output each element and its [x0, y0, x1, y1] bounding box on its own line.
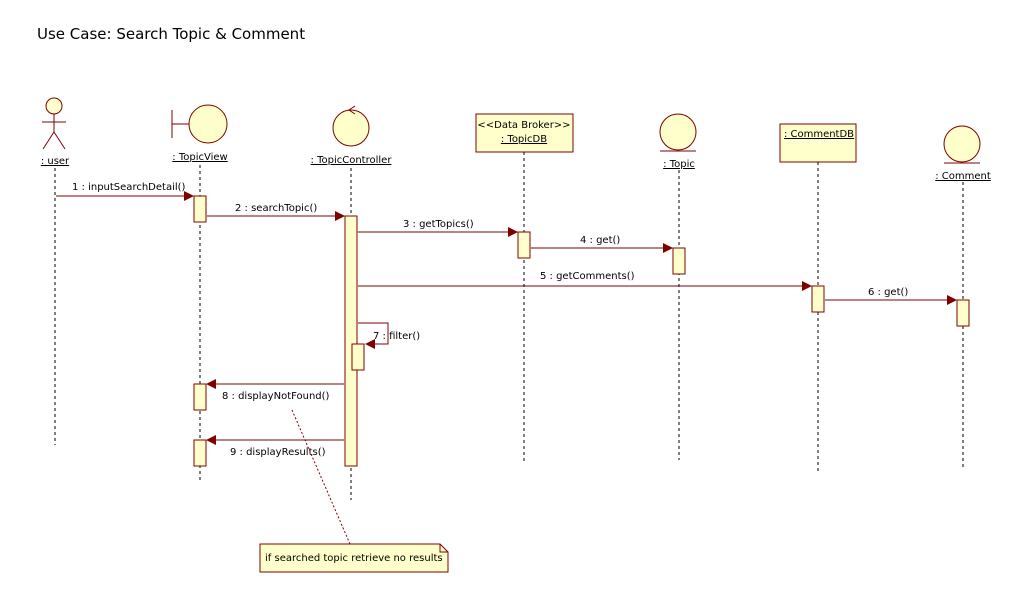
self-message-arrow: [358, 322, 389, 349]
activation-bar: [344, 215, 358, 467]
message-label: 4 : get(): [580, 235, 620, 246]
participant-topic-label: : Topic: [663, 159, 695, 170]
message-label: 6 : get(): [868, 287, 908, 298]
participant-commentdb-label: : CommentDB: [784, 129, 854, 140]
participant-commentdb-box: [779, 123, 857, 163]
activation-bar: [811, 285, 825, 313]
note-connector: [291, 409, 351, 545]
activation-bar: [193, 195, 207, 223]
message-label: 1 : inputSearchDetail(): [72, 182, 186, 193]
participant-comment-label: : Comment: [935, 171, 991, 182]
activation-bar: [193, 439, 207, 467]
diagram-title: Use Case: Search Topic & Comment: [37, 25, 305, 43]
entity-icon: [659, 113, 697, 152]
participant-topicdb-stereotype: <<Data Broker>>: [477, 120, 570, 131]
activation-bar: [956, 299, 970, 327]
activation-bar: [193, 383, 207, 411]
message-label: 2 : searchTopic(): [235, 203, 317, 214]
participant-topicdb-label: : TopicDB: [501, 134, 547, 145]
activation-bar: [351, 343, 365, 371]
participant-topicview-label: : TopicView: [172, 152, 227, 163]
message-label: 7 : filter(): [373, 331, 420, 342]
message-label: 3 : getTopics(): [403, 219, 474, 230]
message-label: 8 : displayNotFound(): [222, 391, 330, 402]
participant-topicdb-box: [475, 113, 574, 153]
message-label: 5 : getComments(): [540, 271, 635, 282]
activation-bar: [517, 231, 531, 259]
boundary-icon: [171, 104, 228, 144]
entity-icon: [943, 125, 981, 164]
note-box: [259, 543, 449, 573]
message-label: 9 : displayResults(): [230, 447, 326, 458]
participant-topiccontroller-label: : TopicController: [311, 155, 393, 166]
actor-icon: [42, 97, 66, 150]
note-fold: [439, 544, 448, 553]
activation-bar: [672, 247, 686, 275]
participant-user-label: : user: [41, 156, 70, 167]
note-text: if searched topic retrieve no results: [265, 553, 443, 564]
control-icon: [332, 105, 370, 147]
